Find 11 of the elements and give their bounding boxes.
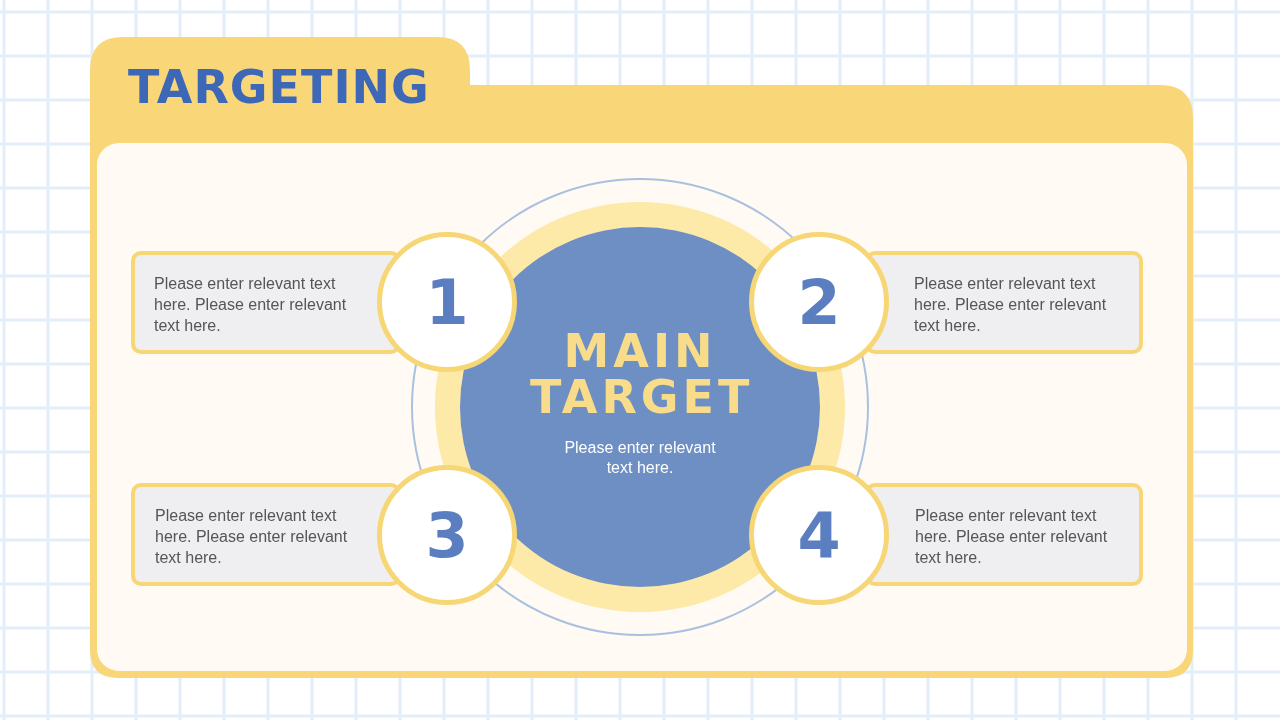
step-number: 1	[425, 265, 469, 339]
card-text: Please enter relevant text here. Please enter relevant text here.	[155, 506, 349, 568]
card-text: Please enter relevant text here. Please enter relevant text here.	[914, 274, 1108, 336]
target-text: Please enter relevant text here.	[563, 438, 717, 478]
step-number: 2	[797, 265, 841, 339]
slide-title: TARGETING	[128, 60, 430, 114]
card-text: Please enter relevant text here. Please enter relevant text here.	[915, 506, 1109, 568]
card-text: Please enter relevant text here. Please enter relevant text here.	[154, 274, 348, 336]
step-number: 4	[797, 498, 841, 572]
target-heading: MAIN TARGET	[530, 328, 750, 420]
step-number: 3	[425, 498, 469, 572]
